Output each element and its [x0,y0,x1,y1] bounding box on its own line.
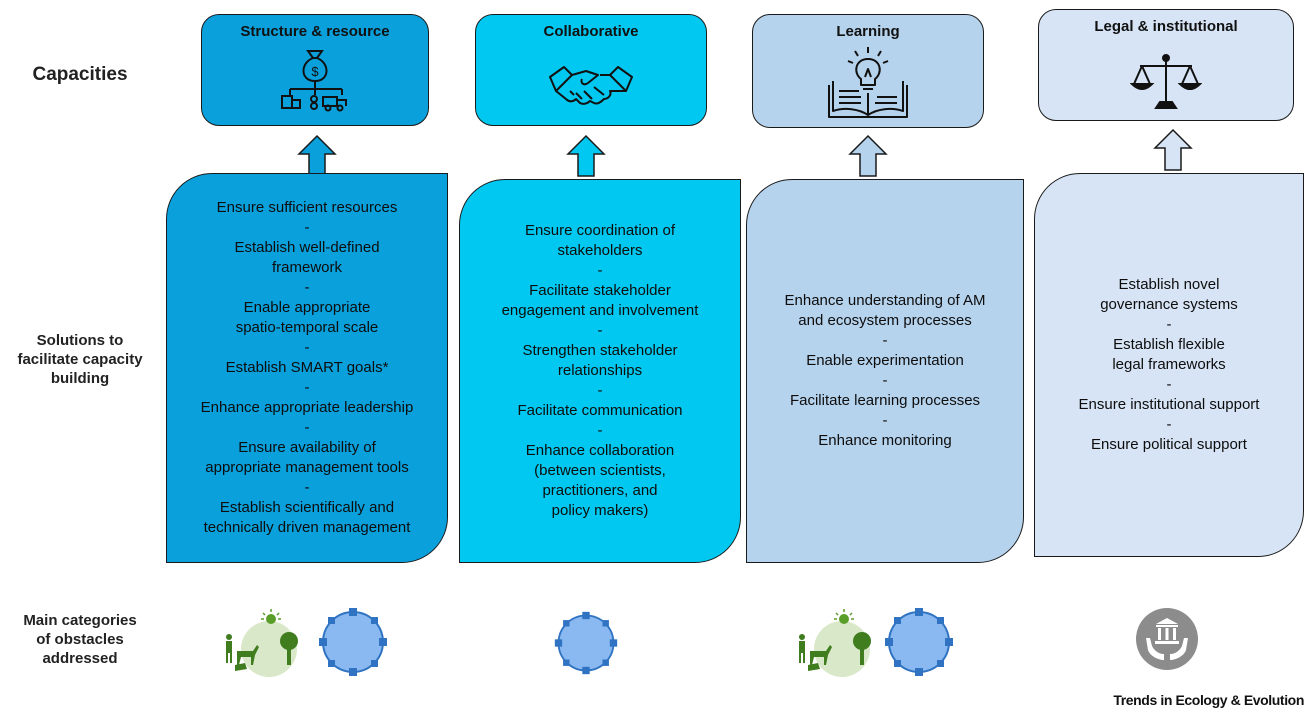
solution-item: Establish well-defined framework [234,239,380,276]
separator: - [304,219,310,236]
solution-item: Establish novel governance systems [1100,276,1238,313]
separator: - [1166,416,1172,433]
solution-item: Enhance monitoring [818,432,952,449]
network-cycle-icon [554,611,618,675]
separator: - [882,372,888,389]
solution-item: Ensure political support [1091,436,1247,453]
up-arrow-collaborative [566,134,606,177]
solution-item: Facilitate learning processes [789,392,981,409]
money-bag-org-chart-icon: $ [281,50,347,112]
capacity-title: Collaborative [543,23,639,40]
separator: - [304,339,310,356]
solution-item: Establish scientifically and technically… [203,499,411,536]
ecosystem-icon [226,609,298,677]
solution-item: Enhance collaboration (between scientist… [525,442,675,519]
row-label-solutions: Solutions to facilitate capacity buildin… [17,332,143,387]
separator: - [597,262,603,279]
capacity-box-collaborative: Collaborative [475,14,707,126]
solutions-list: Ensure coordination of stakeholders - Faci… [494,221,707,521]
separator: - [882,332,888,349]
scales-icon [1130,54,1202,109]
separator: - [304,379,310,396]
solution-item: Ensure availability of appropriate manag… [205,439,409,476]
solution-item: Enable experimentation [806,352,964,369]
separator: - [304,279,310,296]
capacity-box-structure-resource: Structure & resource $ [201,14,429,126]
ecosystem-icon [799,609,871,677]
institution-hands-icon [1136,608,1198,670]
separator: - [597,322,603,339]
handshake-icon [549,66,633,105]
separator: - [304,419,310,436]
separator: - [1166,316,1172,333]
solution-item: Enable appropriate spatio-temporal scale [235,299,379,336]
solutions-list: Enhance understanding of AM and ecosyste… [777,291,994,451]
capacity-title: Learning [836,23,900,40]
up-arrow-structure [297,134,337,177]
svg-text:$: $ [311,64,319,79]
solutions-box-legal-institutional: Establish novel governance systems - Estab… [1034,173,1304,557]
solution-item: Enhance understanding of AM and ecosyste… [784,292,986,329]
solutions-list: Establish novel governance systems - Estab… [1071,275,1268,455]
separator: - [1166,376,1172,393]
solution-item: Facilitate communication [517,402,683,419]
solutions-list: Ensure sufficient resources - Establish we… [193,198,422,538]
book-lightbulb-icon [828,47,908,118]
up-arrow-learning [848,134,888,177]
solution-item: Establish SMART goals* [225,359,389,376]
row-label-capacities: Capacities [32,64,128,85]
solution-item: Ensure sufficient resources [216,199,398,216]
capacity-box-learning: Learning [752,14,984,128]
row-label-obstacles: Main categories of obstacles addressed [23,612,137,667]
separator: - [597,422,603,439]
solution-item: Enhance appropriate leadership [200,399,414,416]
up-arrow-legal [1153,128,1193,171]
network-cycle-icon [885,608,953,676]
solution-item: Establish flexible legal frameworks [1112,336,1226,373]
capacity-title: Structure & resource [240,23,390,40]
capacity-title: Legal & institutional [1094,18,1238,35]
network-cycle-icon [319,608,387,676]
journal-brand: Trends in Ecology & Evolution [1113,692,1304,708]
separator: - [304,479,310,496]
solution-item: Facilitate stakeholder engagement and in… [501,282,699,319]
separator: - [597,382,603,399]
capacity-box-legal-institutional: Legal & institutional [1038,9,1294,121]
solutions-box-learning: Enhance understanding of AM and ecosyste… [746,179,1024,563]
solution-item: Ensure institutional support [1078,396,1260,413]
solution-item: Strengthen stakeholder relationships [522,342,678,379]
separator: - [882,412,888,429]
solutions-box-collaborative: Ensure coordination of stakeholders - Faci… [459,179,741,563]
solutions-box-structure-resource: Ensure sufficient resources - Establish we… [166,173,448,563]
solution-item: Ensure coordination of stakeholders [524,222,676,259]
